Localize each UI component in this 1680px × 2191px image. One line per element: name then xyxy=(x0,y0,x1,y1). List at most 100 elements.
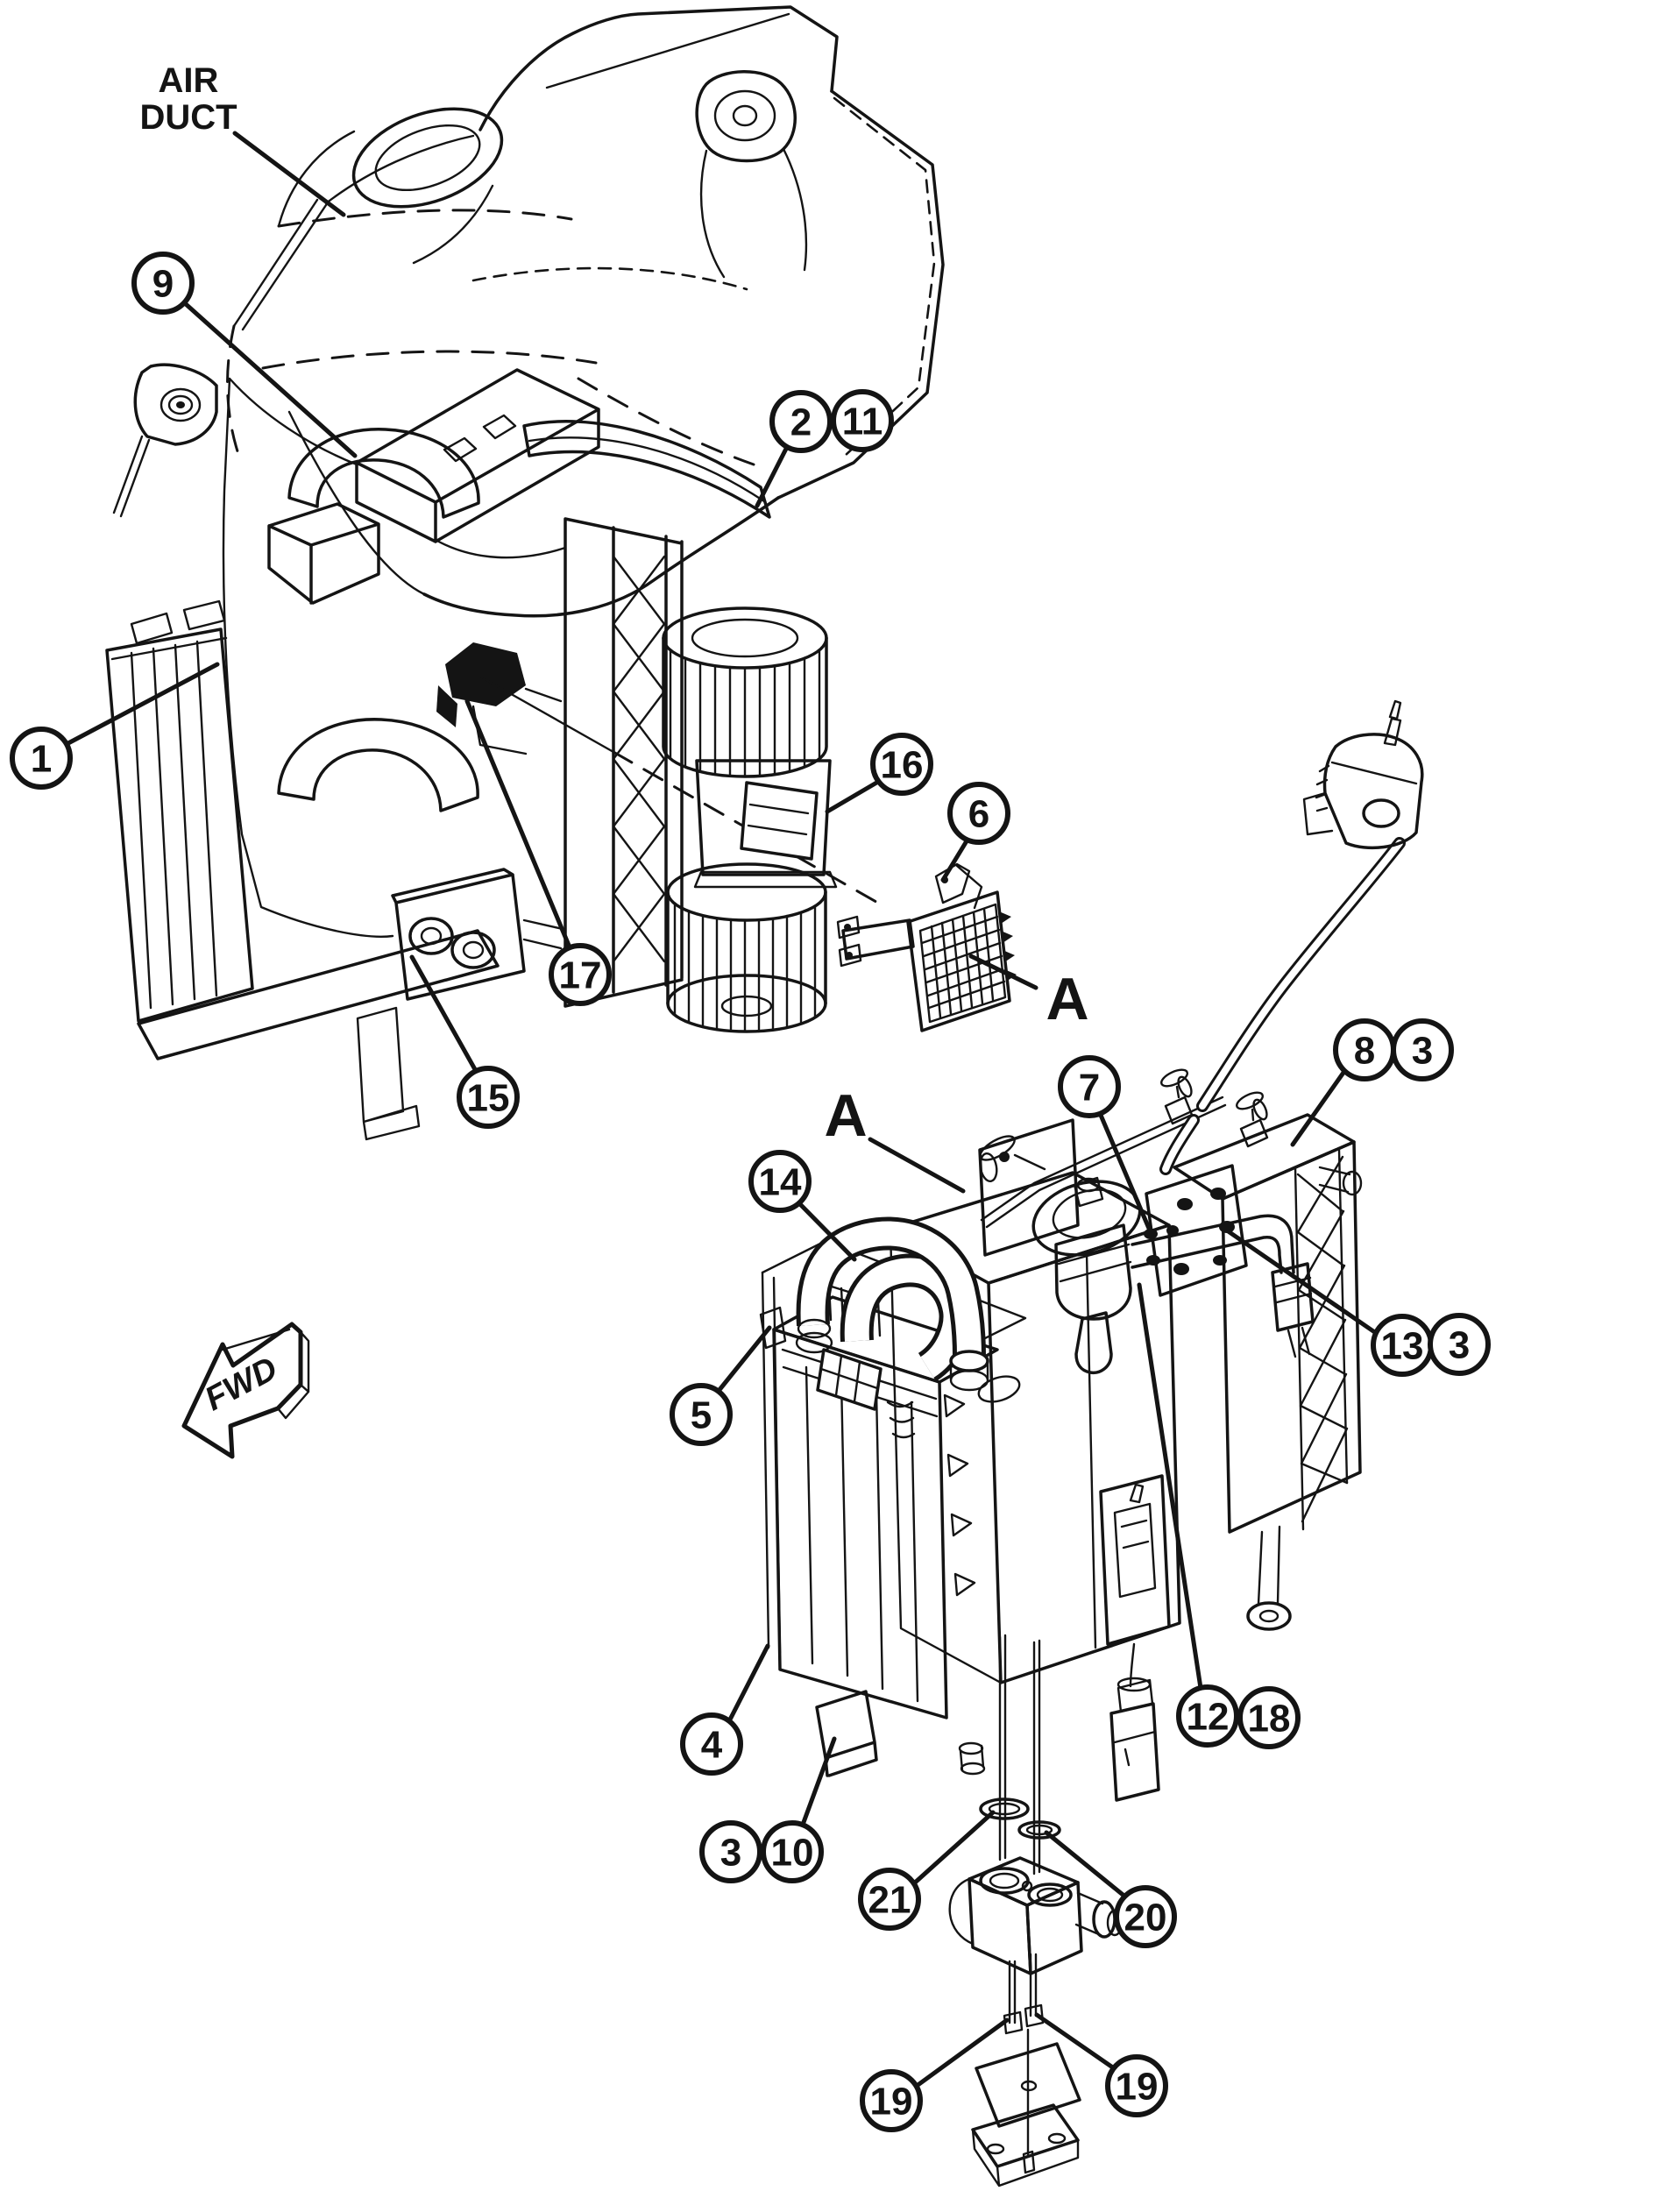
callout-number-5: 5 xyxy=(691,1393,712,1436)
callout-number-11: 11 xyxy=(842,400,883,443)
air-duct-label: DUCT xyxy=(139,98,237,137)
callout-number-7: 7 xyxy=(1079,1066,1100,1109)
leader-line xyxy=(796,1200,857,1262)
callout-number-12: 12 xyxy=(1187,1695,1230,1738)
detail-marker-label: A xyxy=(824,1082,867,1149)
blower-assembly xyxy=(662,606,838,1033)
leader-line xyxy=(409,954,478,1074)
callout-balloon-1 xyxy=(10,727,73,790)
callout-number-19: 19 xyxy=(870,2080,913,2123)
callout-number-2: 2 xyxy=(790,401,812,443)
condenser-panel xyxy=(1160,1068,1363,1631)
callout-balloon-20 xyxy=(1114,1885,1177,1948)
o-ring xyxy=(979,1797,1030,1820)
harness-connector-bracket xyxy=(1302,699,1424,850)
valve-bracket xyxy=(971,2103,1080,2187)
panel-foot xyxy=(1257,1525,1281,1606)
leader-line xyxy=(755,444,790,508)
callout-number-3: 3 xyxy=(720,1831,741,1874)
leader-line xyxy=(1034,2012,1119,2073)
blower-motor xyxy=(693,759,838,889)
callout-balloon-18 xyxy=(1237,1686,1301,1749)
callout-number-3: 3 xyxy=(1412,1029,1433,1072)
leader-line xyxy=(232,131,346,217)
blower-resistor xyxy=(836,862,1017,1032)
harness-cable-assembly xyxy=(1159,699,1424,1175)
callout-balloon-3 xyxy=(1428,1313,1491,1376)
leader-line xyxy=(940,837,970,883)
callout-number-20: 20 xyxy=(1124,1896,1167,1939)
callout-balloon-10 xyxy=(761,1820,824,1883)
locator-line xyxy=(478,675,615,754)
callout-number-6: 6 xyxy=(968,792,989,835)
leader-line xyxy=(727,1643,770,1724)
callout-balloon-12 xyxy=(1176,1684,1239,1748)
refrigerant-pipes xyxy=(998,1634,1041,1875)
o-ring xyxy=(1017,1820,1061,1840)
callout-number-9: 9 xyxy=(152,262,174,305)
callout-balloon-6 xyxy=(947,782,1010,845)
leader-line xyxy=(914,2017,1010,2088)
seal-strip xyxy=(522,420,771,519)
leader-line xyxy=(1224,1228,1379,1336)
callout-number-1: 1 xyxy=(31,737,52,780)
callout-number-21: 21 xyxy=(868,1878,911,1921)
leader-line xyxy=(968,954,1038,990)
callout-balloon-21 xyxy=(858,1868,921,1931)
air-duct-label: AIR xyxy=(159,61,219,100)
callout-number-18: 18 xyxy=(1248,1697,1291,1740)
leader-line xyxy=(911,1810,996,1886)
callout-balloon-19 xyxy=(1105,2054,1168,2117)
callout-balloon-4 xyxy=(680,1712,743,1776)
hvac-housing-assembly xyxy=(105,368,684,1141)
water-valve-assembly xyxy=(979,1096,1315,1375)
leader-line xyxy=(183,301,358,458)
callout-balloon-7 xyxy=(1058,1055,1121,1118)
callout-balloon-5 xyxy=(670,1383,733,1446)
leader-line xyxy=(64,662,220,747)
heater-hoses xyxy=(795,1216,989,1392)
housing-lattice-panel xyxy=(564,517,684,1008)
pressure-switch xyxy=(1099,1474,1171,1802)
connector-plug xyxy=(1109,1702,1160,1802)
callout-number-14: 14 xyxy=(759,1160,802,1203)
callout-balloon-9 xyxy=(131,252,195,315)
detail-marker-label: A xyxy=(1046,966,1088,1032)
callout-number-8: 8 xyxy=(1354,1029,1375,1072)
valve-pipe xyxy=(1131,1214,1295,1274)
callout-number-3: 3 xyxy=(1449,1323,1470,1366)
core-fitting-plate xyxy=(816,1348,883,1411)
leader-line xyxy=(1137,1282,1203,1691)
callout-number-16: 16 xyxy=(881,743,924,786)
callout-balloon-19 xyxy=(860,2069,923,2132)
callout-balloon-3 xyxy=(699,1820,762,1883)
panel-lug xyxy=(1318,1166,1351,1194)
callout-balloon-11 xyxy=(831,389,894,452)
callout-number-10: 10 xyxy=(771,1831,814,1874)
leader-line xyxy=(1290,1067,1348,1147)
valve-bolts xyxy=(1003,1953,1045,2035)
leader-line xyxy=(1097,1110,1152,1233)
callout-balloon-3 xyxy=(1391,1018,1454,1081)
fwd-arrow xyxy=(181,1322,310,1459)
expansion-valve-group xyxy=(948,1634,1124,2187)
callout-balloon-16 xyxy=(870,733,933,796)
leader-line xyxy=(825,779,881,814)
leader-line xyxy=(800,1736,837,1827)
callout-balloon-2 xyxy=(769,390,833,453)
callout-number-19: 19 xyxy=(1116,2065,1159,2108)
callout-balloon-17 xyxy=(549,943,612,1006)
callout-number-15: 15 xyxy=(467,1076,510,1119)
duct-mount-bracket xyxy=(112,363,218,518)
wing-fitting xyxy=(979,1135,1046,1183)
evaporator-slab xyxy=(105,599,500,1060)
heater-core xyxy=(759,1239,1027,1777)
wing-screw xyxy=(1236,1091,1269,1148)
callout-number-13: 13 xyxy=(1381,1324,1424,1367)
leader-line xyxy=(716,1325,772,1393)
callout-number-17: 17 xyxy=(559,954,602,996)
valve-plate xyxy=(975,2042,1081,2128)
